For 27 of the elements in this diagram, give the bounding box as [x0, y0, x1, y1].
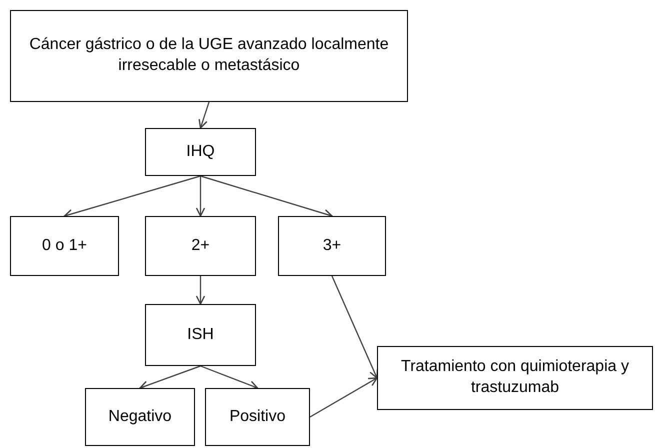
arrow: [198, 102, 210, 129]
arrow: [139, 365, 201, 390]
process-box: [377, 346, 653, 410]
box-label: Negativo: [108, 406, 172, 427]
arrow: [196, 276, 206, 305]
box-label: Positivo: [229, 406, 286, 427]
process-box: [278, 216, 386, 276]
process-box: [145, 128, 256, 176]
process-box: [145, 304, 256, 366]
box-label: ISH: [187, 324, 214, 345]
box-label: 0 o 1+: [42, 236, 87, 256]
process-box: [85, 388, 195, 446]
process-box: [10, 10, 408, 102]
process-box: [205, 388, 310, 446]
process-box: [145, 216, 256, 276]
process-box: [10, 216, 119, 276]
box-label: 2+: [191, 236, 210, 256]
box-label: Tratamiento con quimioterapia y trastuzumab: [400, 357, 630, 398]
box-label: Cáncer gástrico o de la UGE avanzado localmente irresecable o metastásico: [28, 35, 390, 76]
arrow: [196, 176, 206, 217]
arrow: [200, 365, 258, 390]
box-label: 3+: [322, 236, 342, 256]
box-label: IHQ: [186, 142, 215, 162]
arrow: [200, 175, 333, 218]
arrow: [331, 276, 378, 379]
arrow: [310, 377, 378, 418]
arrow: [64, 175, 201, 218]
